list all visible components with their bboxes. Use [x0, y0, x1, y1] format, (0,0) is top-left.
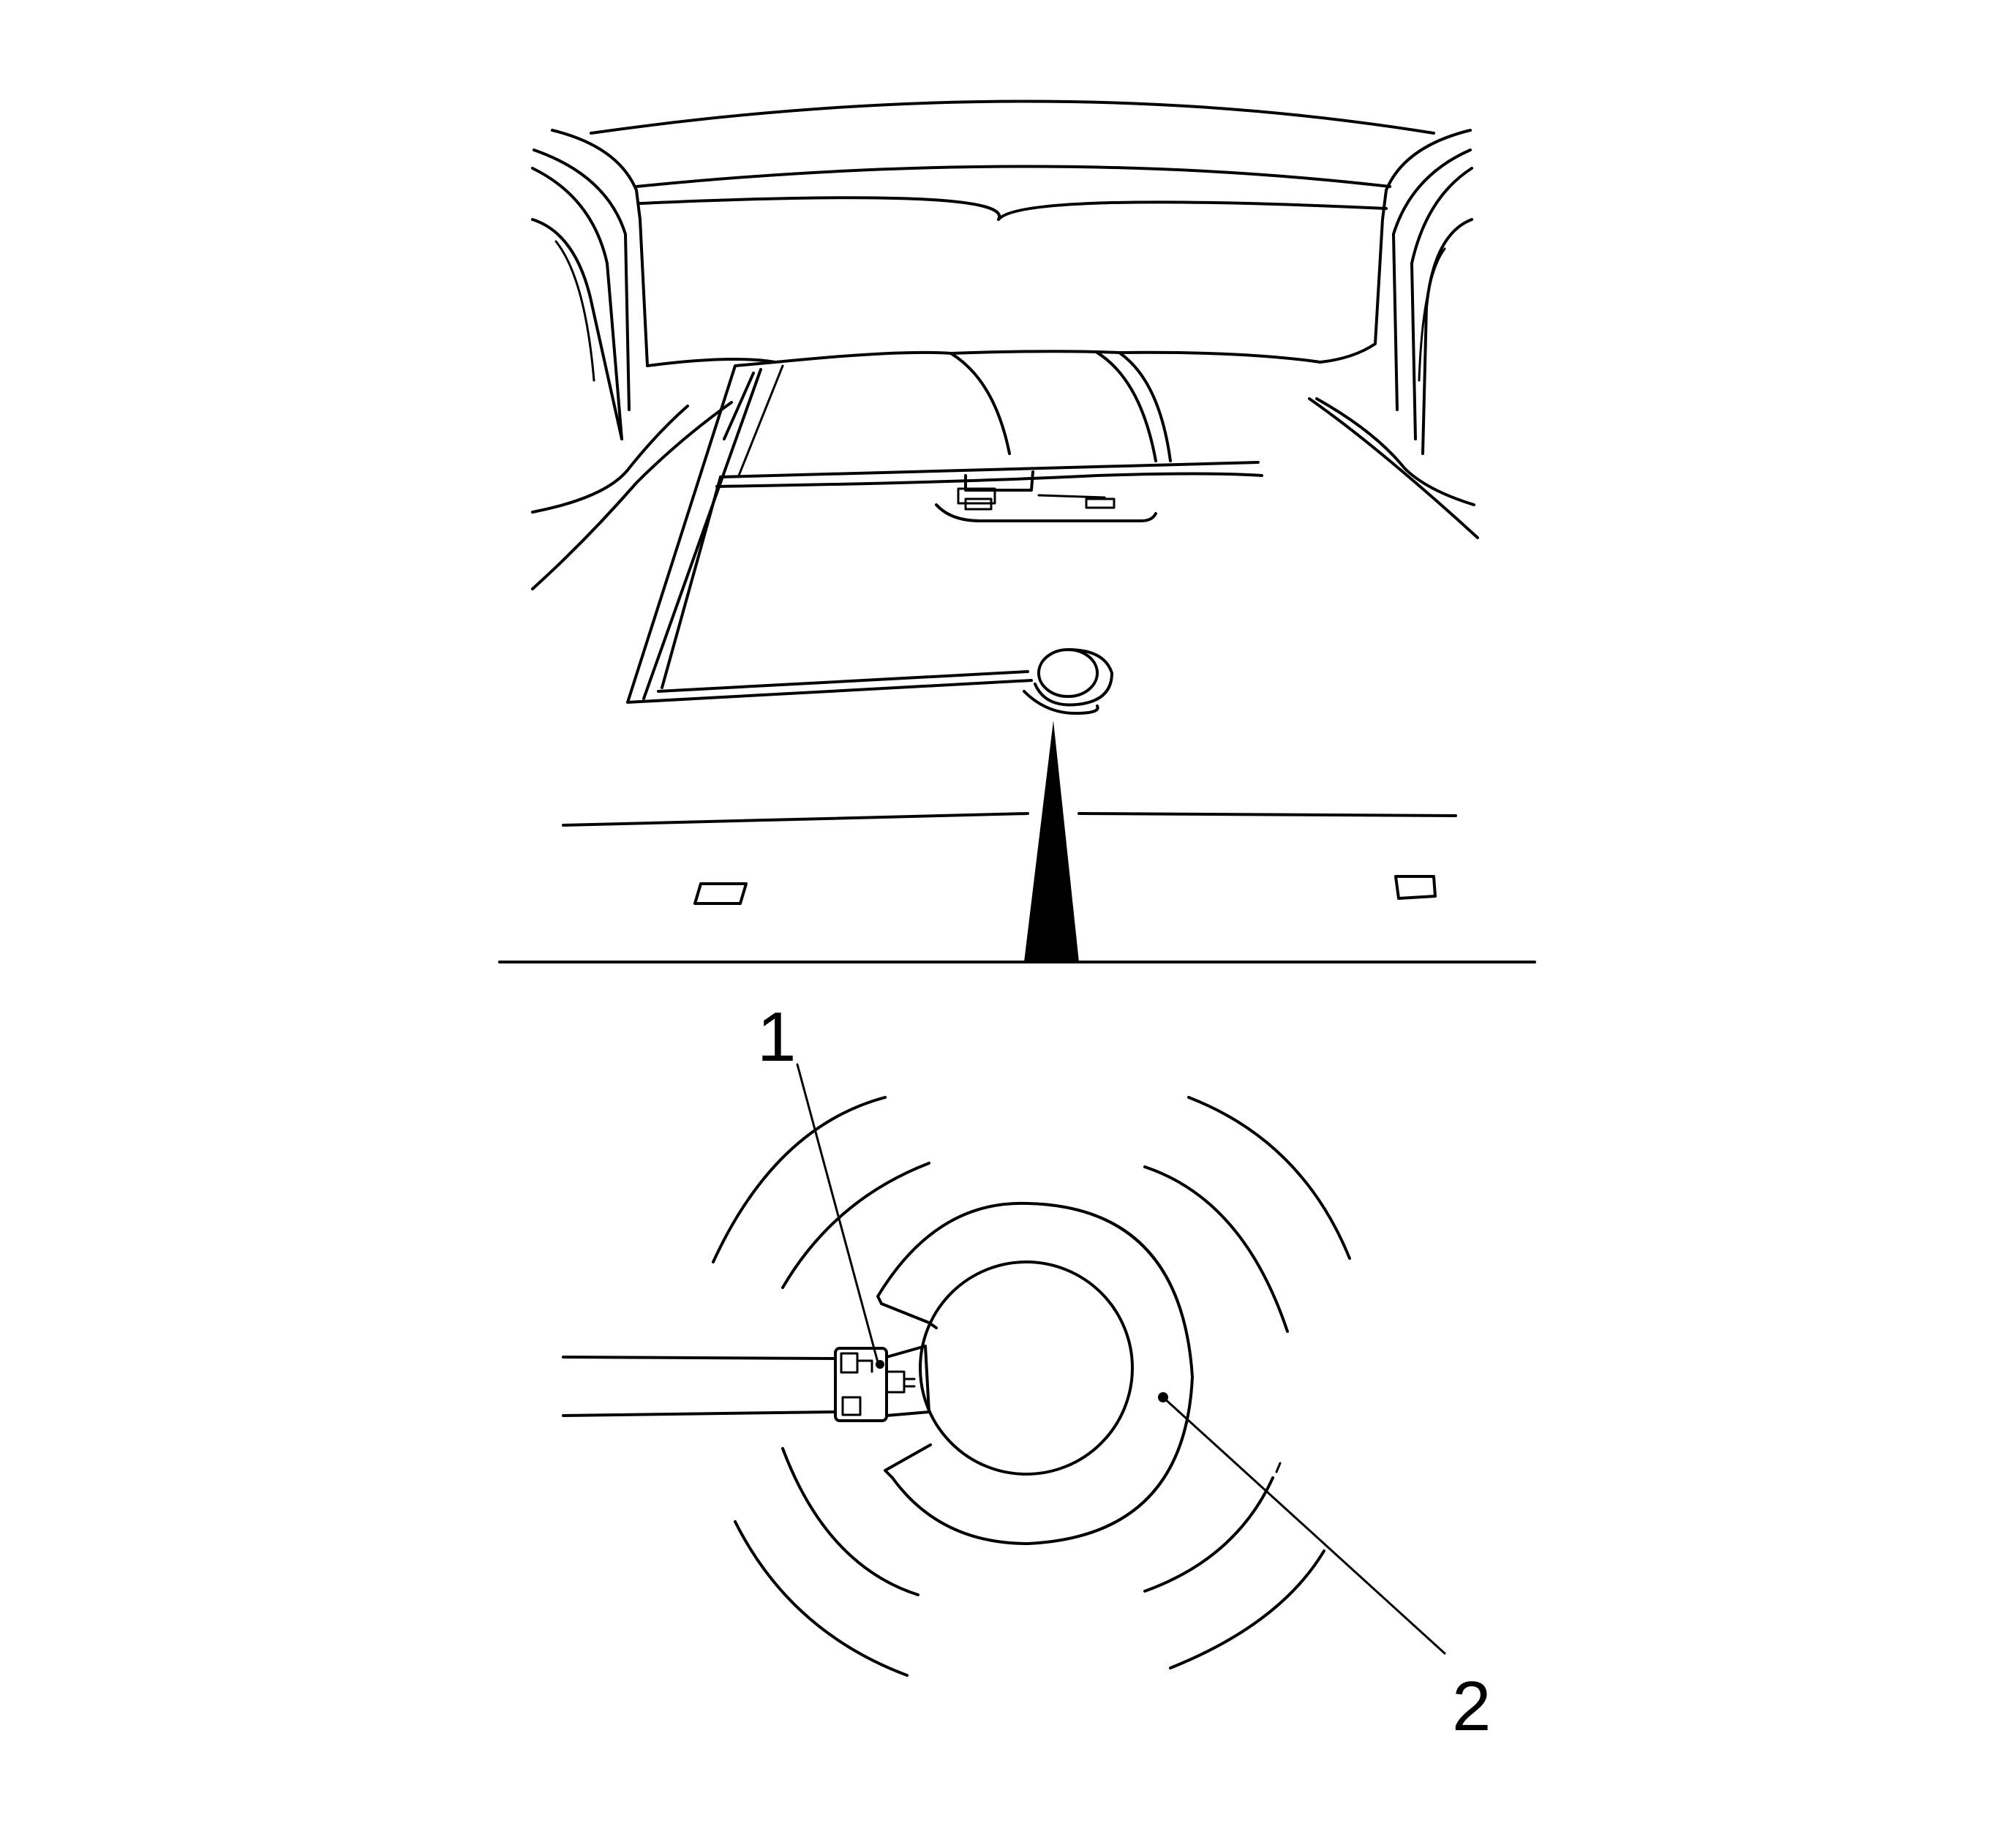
vehicle-rear-view [498, 99, 1536, 963]
leader-line-1 [796, 1063, 879, 1364]
defroster-strip-upper [719, 461, 1260, 478]
antenna-cable-upper [562, 1356, 835, 1360]
leader-line-2 [1162, 1396, 1446, 1655]
antenna-detail-view: 1 2 [562, 998, 1491, 1746]
shelf-curve-right-inner [1118, 351, 1172, 462]
rear-window-top-frame [639, 196, 1388, 221]
trunk-lid-line-left [562, 812, 1029, 827]
rear-window-outline [639, 218, 1384, 367]
housing-gap-top [880, 1302, 938, 1329]
roof-inner-line [635, 165, 1391, 188]
antenna-housing-outer [876, 1201, 1194, 1545]
left-pillar [531, 129, 733, 590]
defroster-strip-lower [715, 472, 1263, 488]
window-molding [626, 361, 1033, 704]
signal-waves-icon [712, 1096, 1351, 1677]
antenna-cable-lower [562, 1410, 835, 1417]
right-pillar [1308, 129, 1479, 539]
trunk-lid-line-right [1077, 812, 1457, 817]
antenna-body-circle [919, 1260, 1134, 1476]
shelf-curve-right [1096, 351, 1157, 462]
detail-pointer-wedge [1024, 721, 1079, 962]
trunk-pad-left [693, 882, 748, 905]
parcel-shelf-back [774, 350, 1322, 364]
trunk-pad-right [1394, 875, 1437, 900]
roof-edge-line [590, 99, 1435, 135]
electrical-connector [834, 1345, 930, 1422]
center-stop-lamp [935, 470, 1157, 522]
callout-2: 2 [1452, 1667, 1491, 1746]
antenna-module-small [1023, 648, 1113, 715]
shelf-curve-left [949, 352, 1011, 455]
callout-1: 1 [757, 998, 796, 1076]
